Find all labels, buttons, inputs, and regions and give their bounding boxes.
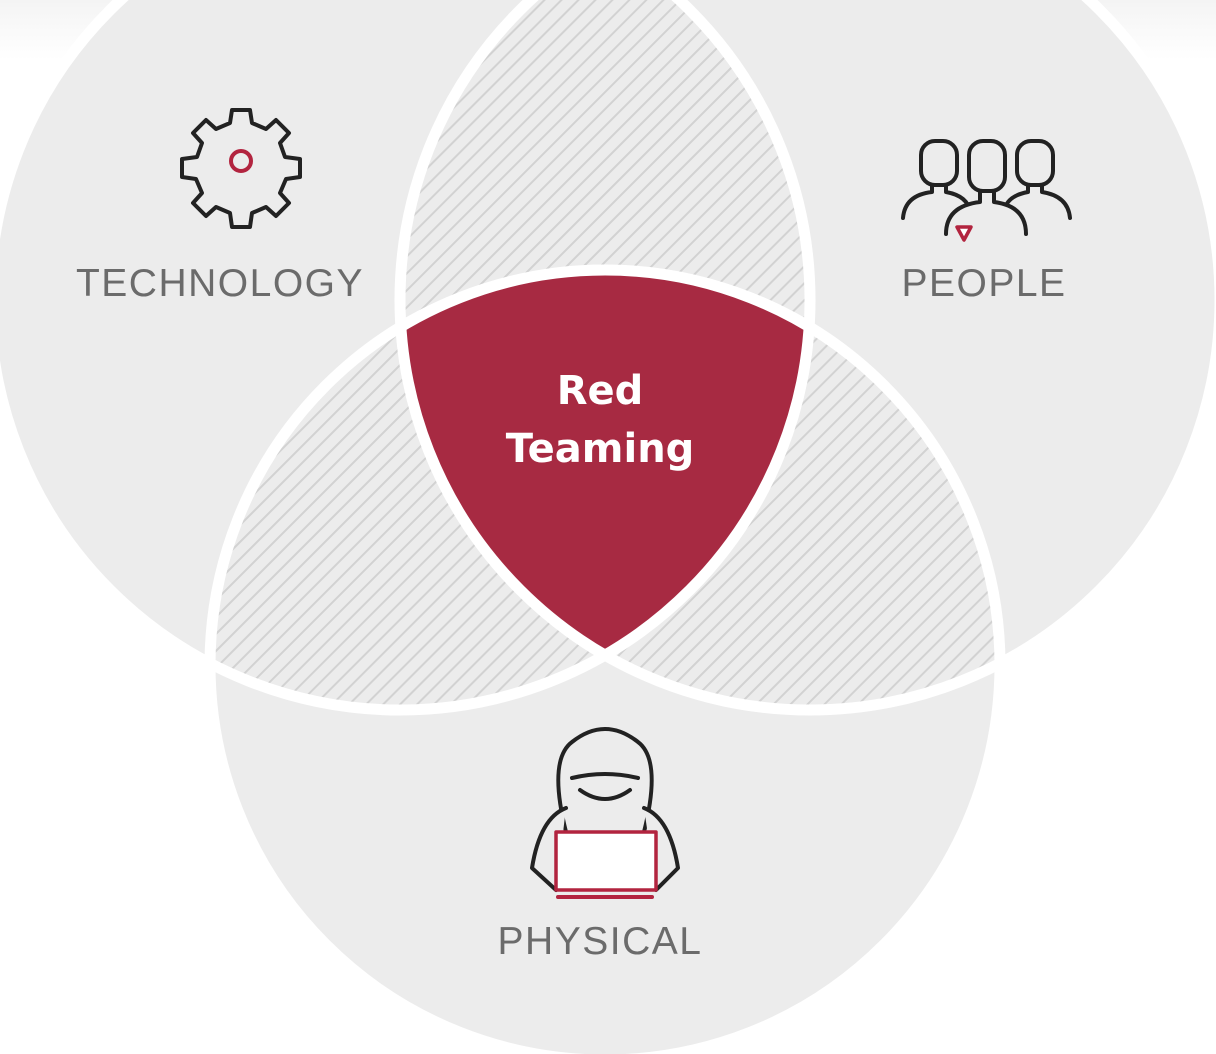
red-teaming-label-line2: Teaming [505, 426, 695, 472]
people-label: PEOPLE [901, 262, 1067, 305]
technology-outline [0, 0, 816, 716]
red-teaming-label: Red Teaming [440, 362, 760, 478]
gear-icon [180, 108, 302, 229]
people-group-icon [901, 139, 1072, 242]
physical-label: PHYSICAL [497, 920, 703, 963]
people-outline [394, 0, 1216, 716]
red-teaming-label-line1: Red [556, 368, 644, 414]
physical-outline [204, 264, 1006, 1054]
hooded-hacker-laptop-icon [530, 727, 680, 899]
technology-label: TECHNOLOGY [75, 262, 365, 305]
